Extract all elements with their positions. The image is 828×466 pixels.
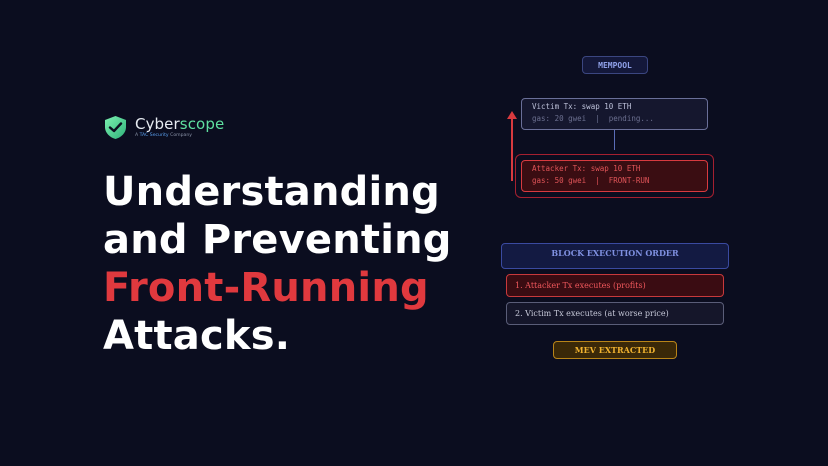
mev-extracted-badge: MEV EXTRACTED (553, 341, 677, 359)
execution-step-2: 2. Victim Tx executes (at worse price) (506, 302, 724, 325)
victim-tx-card: Victim Tx: swap 10 ETH gas: 20 gwei | pe… (521, 98, 708, 130)
attacker-tx-line-2: gas: 50 gwei | FRONT-RUN (532, 176, 650, 185)
headline-line-3: Front-Running (103, 265, 429, 311)
victim-tx-line-1: Victim Tx: swap 10 ETH (532, 102, 632, 111)
attacker-tx-line-1: Attacker Tx: swap 10 ETH (532, 164, 641, 173)
execution-step-1: 1. Attacker Tx executes (profits) (506, 274, 724, 297)
brand-tagline: A TAC Security Company (135, 132, 192, 138)
headline-line-2: and Preventing (103, 217, 452, 263)
victim-tx-line-2: gas: 20 gwei | pending... (532, 114, 654, 123)
mempool-label: MEMPOOL (582, 56, 648, 74)
page-headline: Understanding and Preventing Front-Runni… (103, 168, 452, 360)
brand-name: Cyberscope (135, 114, 225, 133)
headline-line-1: Understanding (103, 169, 440, 215)
block-execution-order-label: BLOCK EXECUTION ORDER (501, 243, 729, 269)
shield-check-icon (105, 116, 126, 139)
mempool-connector (614, 130, 615, 150)
attacker-tx-card: Attacker Tx: swap 10 ETH gas: 50 gwei | … (521, 160, 708, 192)
arrow-up-head (507, 111, 517, 119)
attacker-tx-glow (515, 154, 714, 198)
arrow-up-icon (511, 118, 513, 181)
cyberscope-logo: Cyberscope A TAC Security Company (103, 115, 224, 140)
headline-line-4: Attacks. (103, 313, 291, 359)
